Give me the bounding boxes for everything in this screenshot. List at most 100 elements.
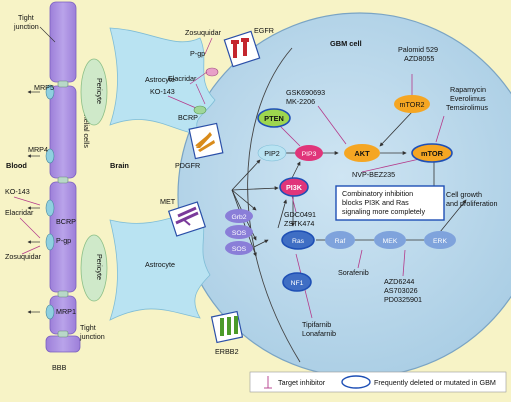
note-line1: Combinatory inhibition [342, 189, 413, 198]
sos-label-2: SOS [232, 246, 247, 253]
pi3k-node: PI3K [279, 177, 309, 197]
mrp4-transporter: MRP4 [27, 145, 55, 164]
gbm-cell-title: GBM cell [330, 39, 362, 48]
pip2-label: PIP2 [264, 149, 280, 158]
legend-target-inhibitor: Target inhibitor [278, 378, 326, 387]
ko143-mid-label: KO-143 [150, 87, 175, 96]
outcome-line1: Cell growth [446, 190, 482, 199]
pericyte-bottom-label: Pericyte [95, 254, 104, 280]
pi3k-label: PI3K [286, 183, 303, 192]
nf1-label: NF1 [291, 280, 304, 287]
egfr-receptor: EGFR [223, 26, 274, 68]
mek-label: MEK [383, 238, 398, 245]
akt-label: AKT [354, 149, 370, 158]
ras-node: Ras [281, 230, 315, 250]
mrp1-transporter: MRP1 [27, 304, 76, 320]
astrocyte-top-label: Astrocyte [145, 75, 175, 84]
pip3-label: PIP3 [302, 151, 317, 158]
mrp1-label: MRP1 [56, 307, 76, 316]
cell-membrane-arc [247, 47, 301, 363]
pericyte-bottom [80, 234, 108, 302]
note-line3: signaling more completely [342, 207, 426, 216]
azd-line2: AS703026 [384, 286, 418, 295]
bbb-label: BBB [52, 363, 67, 372]
sos-node-2: SOS [225, 241, 253, 255]
met-receptor: MET [160, 197, 207, 237]
zosuquidar-bbb-label: Zosuquidar [5, 252, 42, 261]
legend-deleted-mutated: Frequently deleted or mutated in GBM [374, 378, 496, 387]
zosuquidar-mid-label: Zosuquidar [185, 28, 222, 37]
mrp5-transporter: MRP5 [27, 83, 55, 100]
nf1-node: NF1 [282, 272, 312, 292]
tight-junction-top-line2: junction [13, 22, 39, 31]
astrocyte-bottom-label: Astrocyte [145, 260, 175, 269]
pip2-node: PIP2 [257, 144, 287, 162]
egfr-label: EGFR [254, 26, 274, 35]
sorafenib-label: Sorafenib [338, 268, 369, 277]
mtor2-node: mTOR2 [394, 95, 430, 113]
mtor2-label: mTOR2 [399, 100, 424, 109]
gdc-line1: GDC0491 [284, 210, 316, 219]
erk-node: ERK [424, 231, 456, 249]
rapamycin-line3: Temsirolimus [446, 103, 488, 112]
mrp5-label: MRP5 [34, 83, 54, 92]
rapamycin-line1: Rapamycin [450, 85, 486, 94]
pten-label: PTEN [264, 114, 284, 123]
bcrp-mid-label: BCRP [178, 113, 198, 122]
grb2-label: Grb2 [231, 214, 246, 221]
outcome-line2: and proliferation [446, 199, 498, 208]
target-inhibitor-legend-icon [264, 376, 272, 389]
blood-label: Blood [6, 161, 27, 170]
pgp-transporter-bbb: P-gp [27, 233, 71, 251]
grb2-node: Grb2 [225, 209, 253, 223]
brain-label: Brain [110, 161, 129, 170]
raf-label: Raf [335, 238, 346, 245]
note-line2: blocks PI3K and Ras [342, 198, 409, 207]
akt-node: AKT [344, 144, 380, 162]
ko143-bbb-label: KO-143 [5, 187, 30, 196]
pgp-bbb-label: P-gp [56, 236, 71, 245]
gdc-line2: ZSTK474 [284, 219, 314, 228]
endothelial-cells-label: Endothelial cells [82, 96, 91, 148]
pericyte-top [80, 58, 108, 126]
pten-node: PTEN [257, 108, 291, 128]
pgp-mid-label: P-gp [190, 49, 205, 58]
bcrp-mid-transporter [193, 105, 207, 115]
gsk-line2: MK-2206 [286, 97, 315, 106]
palomid-line2: AZD8055 [404, 54, 434, 63]
bcrp-bbb-label: BCRP [56, 217, 76, 226]
elacridar-bbb-label: Elacridar [5, 208, 34, 217]
pdgfr-receptor: PDGFR [175, 122, 224, 170]
combinatory-note-box [335, 185, 445, 221]
pip3-node: PIP3 [295, 145, 323, 161]
pgp-mid-transporter [205, 67, 219, 77]
bcrp-transporter-bbb: BCRP [27, 199, 76, 226]
mtor-node: mTOR [411, 143, 453, 163]
erk-label: ERK [433, 238, 447, 245]
tipifarnib-line1: Tipifarnib [302, 320, 331, 329]
tight-junction-bottom-line2: junction [79, 332, 105, 341]
tight-junction-bottom-line1: Tight [80, 323, 96, 332]
deleted-mutated-legend-icon [341, 375, 371, 389]
pdgfr-label: PDGFR [175, 161, 200, 170]
endothelial-column [45, 1, 81, 353]
azd-line1: AZD6244 [384, 277, 414, 286]
azd-line3: PD0325901 [384, 295, 422, 304]
erbb2-label: ERBB2 [215, 347, 239, 356]
sos-node-1: SOS [225, 225, 253, 239]
palomid-line1: Palomid 529 [398, 45, 438, 54]
elacridar-mid-label: Elacridar [168, 74, 197, 83]
met-label: MET [160, 197, 176, 206]
legend-box [249, 371, 507, 393]
raf-node: Raf [325, 231, 355, 249]
mtor-label: mTOR [421, 149, 444, 158]
sos-label-1: SOS [232, 230, 247, 237]
astrocyte-top [109, 27, 216, 136]
nvp-label: NVP-BEZ235 [352, 170, 395, 179]
pericyte-top-label: Pericyte [95, 78, 104, 104]
mek-node: MEK [374, 231, 406, 249]
tipifarnib-line2: Lonafarnib [302, 329, 336, 338]
erbb2-receptor: ERBB2 [210, 310, 244, 356]
